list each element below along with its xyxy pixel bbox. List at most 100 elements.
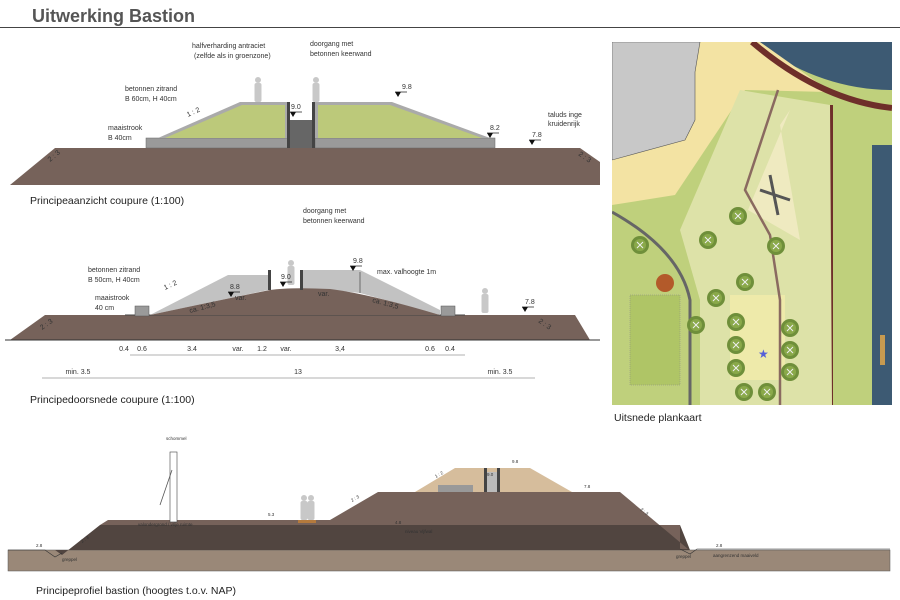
label-greppel: greppel xyxy=(676,554,691,559)
slope-label: 2 : 3 xyxy=(350,494,361,503)
var-label: var. xyxy=(318,291,329,298)
dimension-label: var. xyxy=(280,346,291,353)
label-halfverharding: halfverharding antraciet xyxy=(192,43,265,50)
label-halfverharding-2: (zelfde als in groenzone) xyxy=(194,53,271,60)
caption-profiel: Principeprofiel bastion (hoogtes t.o.v. … xyxy=(36,585,236,597)
seated-person-figure xyxy=(254,77,262,102)
dimension-label: 1.2 xyxy=(257,346,267,353)
label-taluds: taluds inge xyxy=(548,112,582,119)
label-niveau: niveau Vijfwal xyxy=(405,529,432,534)
label-doorgang: doorgang met xyxy=(303,208,346,215)
level-value: 9.8 xyxy=(402,84,412,91)
ground-body xyxy=(10,315,590,340)
level-marker-icon xyxy=(289,111,303,118)
level-marker-icon xyxy=(486,132,500,139)
ground-body xyxy=(10,148,600,185)
dimension-label: var. xyxy=(232,346,243,353)
dimension-label: 0.4 xyxy=(119,346,129,353)
label-doorgang: doorgang met xyxy=(310,41,353,48)
label-valhoogte: max. valhoogte 1m xyxy=(377,269,436,276)
dimension-label: 3,4 xyxy=(335,346,345,353)
base-strip-left xyxy=(145,137,289,149)
level-value: 9.0 xyxy=(291,104,301,111)
label-maaiveld: aangrenzend maaiveld xyxy=(713,553,759,558)
label-maaistrook-2: B 40cm xyxy=(108,135,132,142)
swing-post xyxy=(169,451,178,523)
level-value: 7.8 xyxy=(532,132,542,139)
slope-label: 2 : 3 xyxy=(80,534,90,543)
label-doorgang-2: betonnen keerwand xyxy=(303,218,365,225)
caption-doorsnede: Principedoorsnede coupure (1:100) xyxy=(30,394,195,406)
label-zitrand: betonnen zitrand xyxy=(88,267,140,274)
level-value: 2.8 xyxy=(716,543,723,548)
building xyxy=(612,42,701,161)
section-aanzicht: halfverharding antraciet (zelfde als in … xyxy=(10,41,600,207)
slope-label: 1 : 2 xyxy=(434,470,445,479)
level-value: 9.8 xyxy=(512,459,519,464)
level-value: 7.8 xyxy=(584,484,591,489)
maaistrook-block xyxy=(440,305,456,317)
green-slope-left xyxy=(165,105,285,138)
red-tree xyxy=(656,274,674,292)
cyclepath xyxy=(750,42,892,111)
wall-left xyxy=(287,102,290,148)
maaistrook-block xyxy=(134,305,150,317)
label-maaistrook: maaistrook xyxy=(108,125,143,132)
level-value: 5.3 xyxy=(268,512,275,517)
level-value: 9.0 xyxy=(281,274,291,281)
label-taluds-2: kruidenrijk xyxy=(548,121,580,128)
wall-right xyxy=(312,102,315,148)
zitrand-right xyxy=(300,270,440,315)
label-maaistrook-2: 40 cm xyxy=(95,305,114,312)
green-slope-right xyxy=(318,105,482,138)
title-divider xyxy=(0,27,900,28)
mound xyxy=(150,288,440,315)
label-greppel: greppel xyxy=(62,557,77,562)
person-figure xyxy=(300,495,308,520)
page-title: Uitwerking Bastion xyxy=(32,6,196,26)
slope-label: 1 : 2 xyxy=(186,107,201,119)
label-zitrand-2: B 60cm, H 40cm xyxy=(125,96,177,103)
label-zitrand-2: B 50cm, H 40cm xyxy=(88,277,140,284)
label-zitrand: betonnen zitrand xyxy=(125,86,177,93)
middle-layer xyxy=(8,525,690,555)
person-figure xyxy=(287,260,295,285)
dimension-label: 0.6 xyxy=(425,346,435,353)
level-value: 9.8 xyxy=(353,258,363,265)
dimension-label: 13 xyxy=(294,369,302,376)
caption-map: Uitsnede plankaart xyxy=(614,412,702,424)
person-figure xyxy=(481,288,489,313)
level-value: 9.0 xyxy=(487,472,494,477)
water-top xyxy=(755,42,892,90)
zitrand-left xyxy=(150,275,268,315)
slope-label: 2 : 3 xyxy=(639,507,649,517)
level-value: 4.8 xyxy=(395,520,402,525)
dimension-label: 0.4 xyxy=(445,346,455,353)
dimension-label: min. 3.5 xyxy=(66,369,91,376)
level-marker-icon xyxy=(521,306,535,313)
dimension-label: 3.4 xyxy=(187,346,197,353)
section-profiel: schommel valondergrond / vrije ruimte gr… xyxy=(7,436,891,597)
upper-layer xyxy=(100,492,688,549)
section-doorsnede: doorgang met betonnen keerwand betonnen … xyxy=(5,208,600,406)
label-doorgang-2: betonnen keerwand xyxy=(310,51,372,58)
star-icon: ★ xyxy=(758,347,769,361)
passage-floor xyxy=(290,120,312,148)
level-value: 7.8 xyxy=(525,299,535,306)
level-marker-icon xyxy=(394,91,408,98)
plan-map: ★ Uitsnede plankaart xyxy=(612,42,892,424)
level-value: 8.8 xyxy=(230,284,240,291)
level-marker-icon xyxy=(528,139,542,146)
level-value: 2.8 xyxy=(36,543,43,548)
seated-person-figure xyxy=(312,77,320,102)
dimension-label: 0.6 xyxy=(137,346,147,353)
slope-label: 1 : 2 xyxy=(163,280,178,292)
caption-aanzicht: Principeaanzicht coupure (1:100) xyxy=(30,195,184,207)
water-right xyxy=(872,145,892,405)
person-figure xyxy=(307,495,315,520)
label-maaistrook: maaistrook xyxy=(95,295,130,302)
level-value: 8.2 xyxy=(490,125,500,132)
dimension-label: min. 3.5 xyxy=(488,369,513,376)
base-strip-right xyxy=(314,137,496,149)
